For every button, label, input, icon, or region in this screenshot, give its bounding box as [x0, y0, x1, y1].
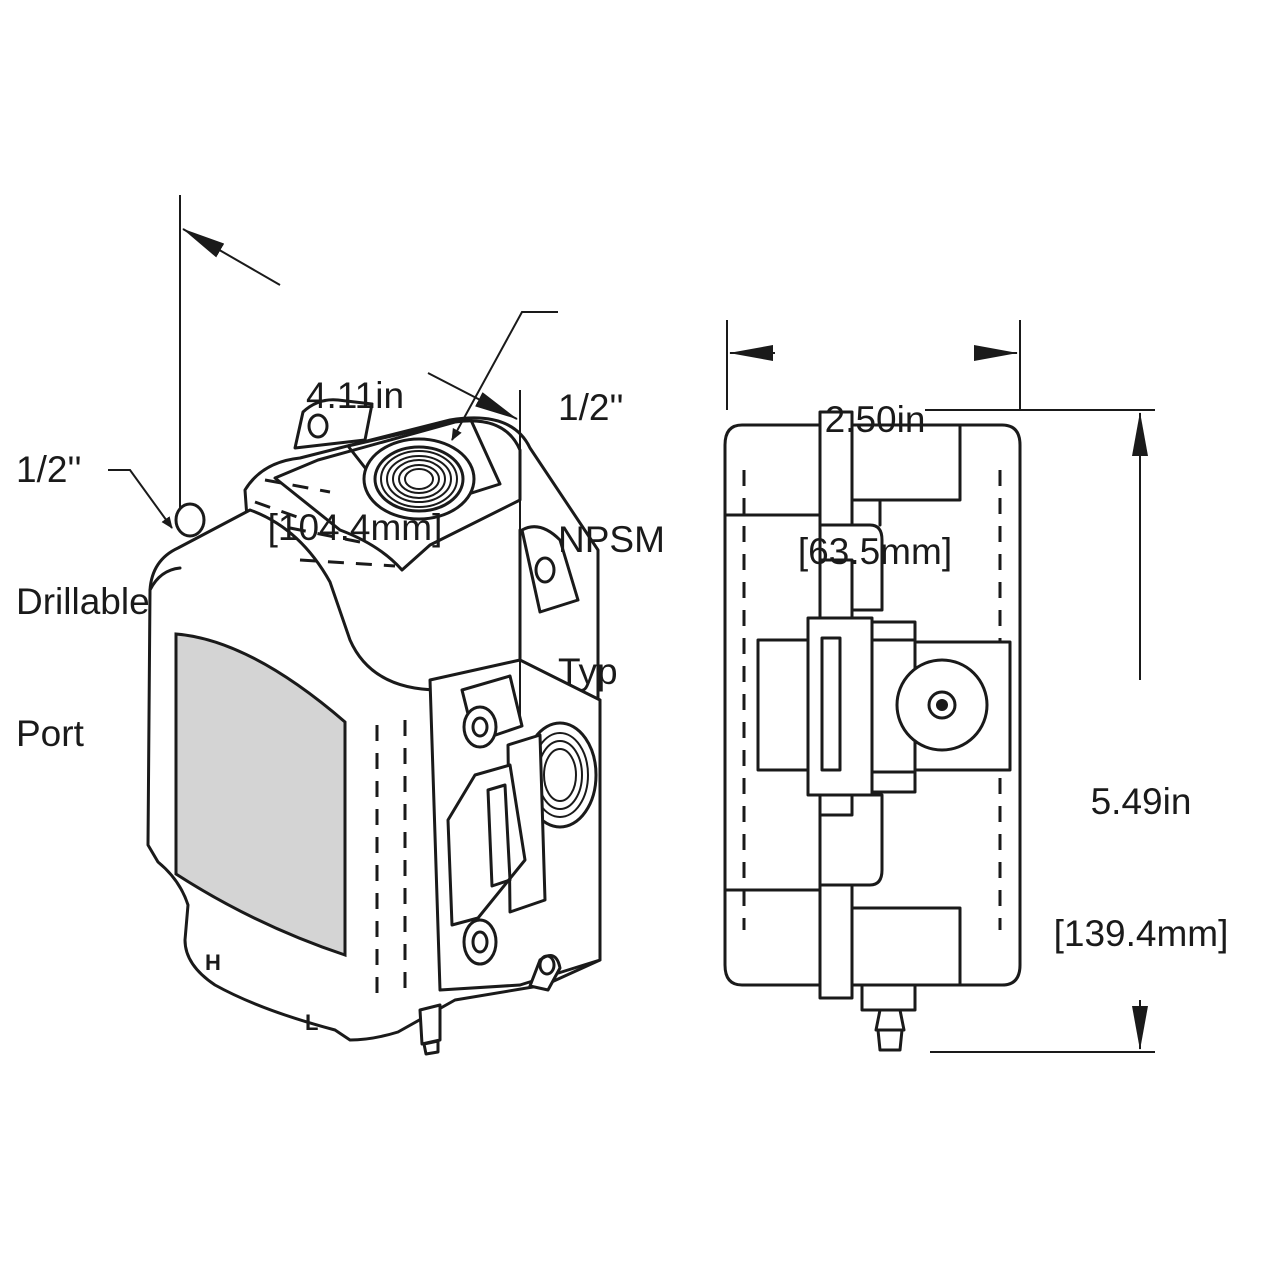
side-view	[723, 410, 1022, 1052]
width-inches: 2.50in	[824, 399, 926, 440]
npsm-port-threads	[380, 450, 458, 508]
depth-inches: 4.11in	[305, 375, 405, 416]
npsm-size: 1/2''	[558, 387, 624, 428]
port-low-marking: L	[305, 1010, 318, 1035]
depth-millimeters: [104.4mm]	[267, 507, 443, 548]
drillable-port-suffix: Port	[16, 713, 84, 754]
drillable-port-word: Drillable	[16, 581, 150, 622]
depth-dimension	[179, 195, 521, 720]
width-millimeters: [63.5mm]	[797, 531, 953, 572]
height-millimeters: [139.4mm]	[1053, 913, 1229, 954]
depth-dimension-label: 4.11in [104.4mm]	[250, 286, 460, 594]
npsm-label: 1/2'' NPSM Typ	[558, 298, 665, 738]
npsm-word: NPSM	[558, 519, 665, 560]
height-dimension-label: 5.49in [139.4mm]	[1036, 692, 1246, 1000]
height-inches: 5.49in	[1090, 781, 1192, 822]
npsm-typ: Typ	[558, 651, 618, 692]
drillable-port-label: 1/2'' Drillable Port	[16, 360, 150, 800]
drillable-port-size: 1/2''	[16, 449, 82, 490]
width-dimension	[726, 320, 1021, 410]
port-high-marking: H	[205, 950, 221, 975]
width-dimension-label: 2.50in [63.5mm]	[770, 310, 980, 618]
isometric-view: H L	[146, 398, 602, 1056]
leader-lines	[108, 311, 558, 529]
